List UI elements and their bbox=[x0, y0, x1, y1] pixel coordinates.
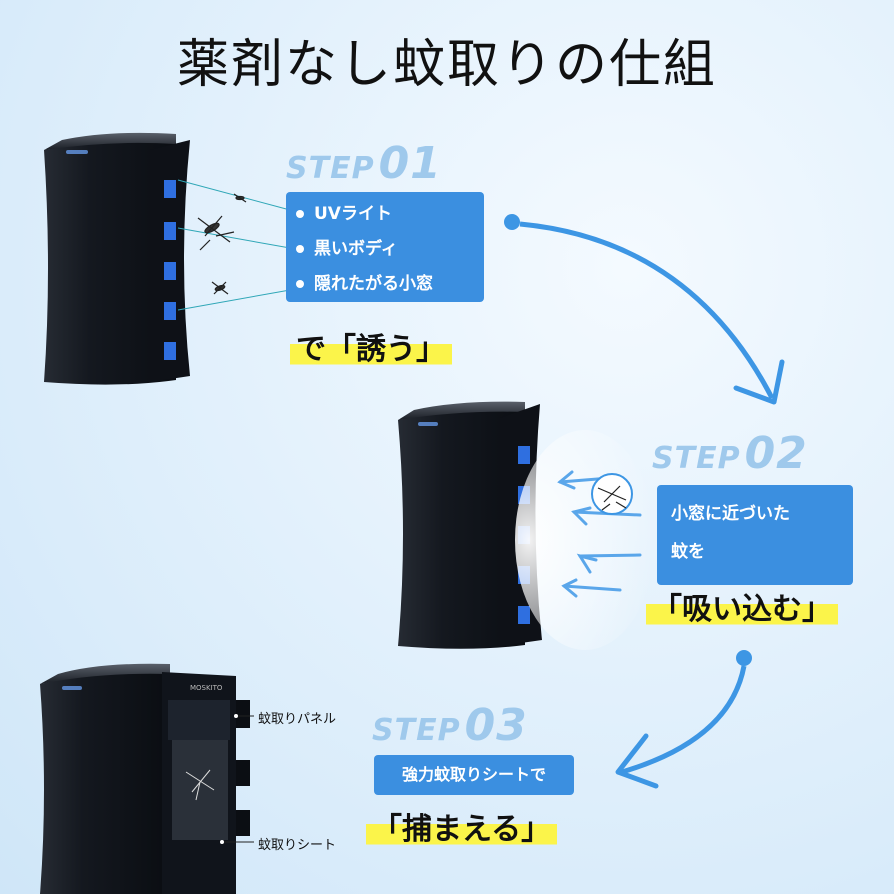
step1-bullet: 隠れたがる小窓 bbox=[296, 268, 484, 303]
brand-logo: MOSKITO bbox=[190, 684, 223, 692]
step2-line2: 蚊を bbox=[671, 542, 705, 562]
device-step1 bbox=[44, 132, 190, 385]
bullet-dot-icon bbox=[296, 245, 304, 253]
bullet-dot-icon bbox=[296, 210, 304, 218]
device-step3: MOSKITO bbox=[40, 663, 254, 894]
mosquito-icon-2 bbox=[597, 485, 627, 511]
step1-bullet: UVライト bbox=[296, 198, 484, 233]
connector-lines bbox=[177, 179, 291, 311]
step1-word: STEP bbox=[286, 151, 375, 186]
step2-word: STEP bbox=[652, 441, 741, 476]
step3-number: 03 bbox=[464, 700, 528, 751]
arrow-step1-to-step2 bbox=[504, 214, 785, 405]
suction-flow bbox=[515, 430, 655, 650]
bullet-dot-icon bbox=[296, 280, 304, 288]
panel-label: 蚊取りパネル bbox=[258, 712, 337, 727]
step1-label: STEP01 bbox=[286, 138, 442, 189]
step2-number: 02 bbox=[744, 428, 808, 479]
step3-highlight: 「捕まえる」 bbox=[366, 804, 558, 848]
page-title: 薬剤なし蚊取りの仕組 bbox=[176, 35, 717, 95]
mosquito-icon bbox=[197, 193, 247, 295]
step1-number: 01 bbox=[378, 138, 442, 189]
step2-label: STEP02 bbox=[652, 428, 808, 479]
arrow-step2-to-step3 bbox=[615, 650, 752, 789]
sheet-label: 蚊取りシート bbox=[258, 838, 337, 853]
step1-feature-box: UVライト 黒いボディ 隠れたがる小窓 bbox=[286, 192, 484, 302]
step1-bullet: 黒いボディ bbox=[296, 233, 484, 268]
step1-highlight: で「誘う」 bbox=[290, 324, 452, 368]
trapped-mosquito-icon bbox=[185, 769, 215, 801]
step2-box: 小窓に近づいた 蚊を bbox=[657, 485, 853, 585]
step3-box: 強力蚊取りシートで bbox=[374, 755, 574, 795]
step2-line1: 小窓に近づいた bbox=[671, 504, 790, 524]
step3-word: STEP bbox=[372, 713, 461, 748]
step2-highlight: 「吸い込む」 bbox=[646, 584, 838, 628]
step3-label: STEP03 bbox=[372, 700, 528, 751]
